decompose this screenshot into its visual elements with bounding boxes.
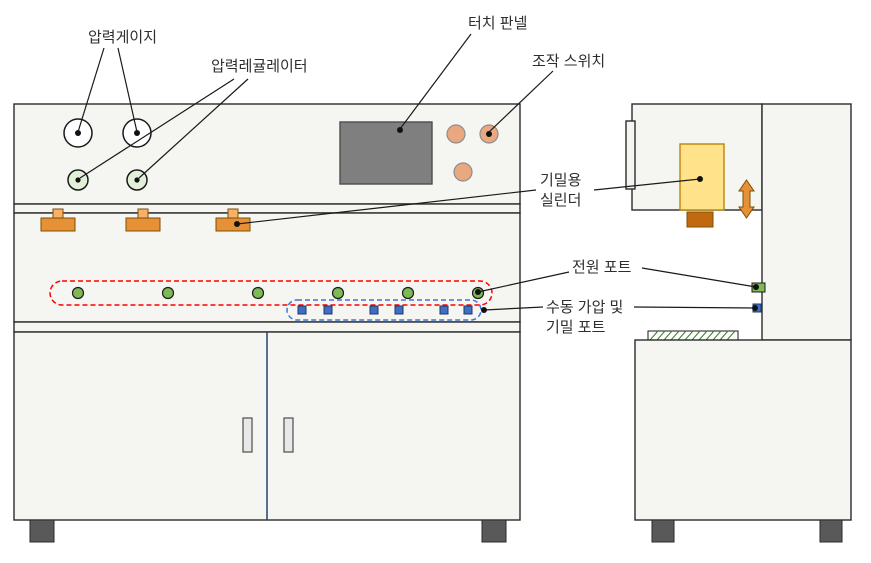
side-view xyxy=(625,103,852,543)
door-handle-right xyxy=(283,417,294,453)
side-right-column xyxy=(761,103,852,341)
updown-arrow-icon xyxy=(738,179,755,219)
front-middle-panel xyxy=(13,212,521,323)
power-port-5 xyxy=(401,286,415,300)
leader-pressure-regulator-2 xyxy=(138,78,249,179)
side-foot-right xyxy=(819,519,843,543)
power-port-1 xyxy=(71,286,85,300)
operation-switch-1 xyxy=(446,124,466,144)
annotations: 압력게이지 압력레귤레이터 터치 판넬 조작 스위치 기밀용 실린더 전원 포트… xyxy=(77,15,759,336)
label-airtight-cylinder-1: 기밀용 xyxy=(540,172,581,189)
label-pressure-regulator: 압력레귤레이터 xyxy=(211,58,308,75)
valve-2-body xyxy=(125,217,161,232)
touch-panel-screen xyxy=(339,121,433,185)
dot-airtight-valve xyxy=(234,221,240,227)
leader-power-port-side xyxy=(641,267,757,288)
dot-touch-panel xyxy=(397,127,403,133)
operation-switch-3 xyxy=(453,162,473,182)
manual-port-2 xyxy=(323,305,333,315)
pressure-gauge-1-center-dot xyxy=(75,130,81,136)
dot-manual-port-side xyxy=(752,305,758,311)
pressure-regulator-1-center-dot xyxy=(75,177,81,183)
front-view xyxy=(13,103,521,543)
worktable-hatch-lines xyxy=(649,330,736,341)
valve-2 xyxy=(125,208,161,232)
dot-manual-port-front xyxy=(481,307,487,313)
dot-airtight-cylinder xyxy=(697,176,703,182)
valve-1-stem xyxy=(52,208,64,219)
valve-2-stem xyxy=(137,208,149,219)
label-manual-port-1: 수동 가압 및 xyxy=(546,299,623,316)
valve-3-stem xyxy=(227,208,239,219)
cylinder-mount xyxy=(686,211,714,228)
leader-touch-panel xyxy=(399,33,472,130)
power-port-row-highlight xyxy=(49,280,493,306)
pressure-gauge-2-center-dot xyxy=(134,130,140,136)
side-foot-left xyxy=(651,519,675,543)
label-manual-port-2: 기밀 포트 xyxy=(546,319,606,336)
power-port-2 xyxy=(161,286,175,300)
leader-pressure-gauge-2 xyxy=(117,47,138,133)
dot-operation-switch xyxy=(486,131,492,137)
manual-port-row-highlight xyxy=(286,299,482,321)
dot-power-port-front xyxy=(475,289,481,295)
valve-1 xyxy=(40,208,76,232)
side-cabinet xyxy=(634,339,852,521)
leader-manual-port-side xyxy=(633,306,756,309)
leader-airtight-cylinder xyxy=(593,178,701,191)
front-foot-right xyxy=(481,519,507,543)
leader-pressure-gauge-1 xyxy=(77,47,105,133)
leader-pressure-regulator-1 xyxy=(79,78,235,179)
side-left-edge-panel xyxy=(625,120,636,190)
leader-manual-port-front xyxy=(483,306,544,311)
dot-power-port-side xyxy=(753,284,759,290)
front-lower-band xyxy=(13,321,521,333)
manual-port-5 xyxy=(439,305,449,315)
label-operation-switch: 조작 스위치 xyxy=(532,53,605,70)
manual-port-1 xyxy=(297,305,307,315)
leader-operation-switch xyxy=(488,70,554,133)
front-upper-band xyxy=(13,203,521,214)
leader-power-port-front xyxy=(477,271,570,293)
door-handle-left xyxy=(242,417,253,453)
pressure-regulator-2-center-dot xyxy=(134,177,140,183)
label-airtight-cylinder-2: 실린더 xyxy=(540,192,581,209)
label-touch-panel: 터치 판넬 xyxy=(468,15,527,32)
power-port-3 xyxy=(251,286,265,300)
power-port-4 xyxy=(331,286,345,300)
valve-1-body xyxy=(40,217,76,232)
front-top-panel xyxy=(13,103,521,205)
manual-port-3 xyxy=(369,305,379,315)
valve-3-body xyxy=(215,217,251,232)
manual-port-4 xyxy=(394,305,404,315)
label-power-port: 전원 포트 xyxy=(572,259,632,276)
valve-3 xyxy=(215,208,251,232)
front-foot-left xyxy=(29,519,55,543)
leader-airtight-valve xyxy=(236,189,537,225)
label-pressure-gauge: 압력게이지 xyxy=(88,29,157,46)
manual-port-6 xyxy=(463,305,473,315)
